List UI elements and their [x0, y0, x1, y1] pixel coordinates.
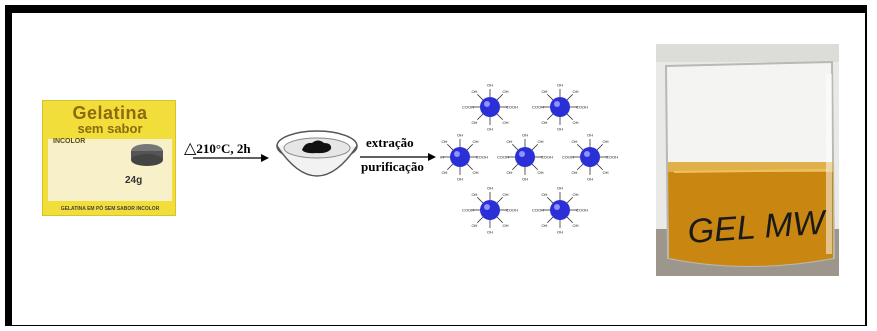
svg-text:OH: OH: [541, 120, 547, 125]
packet-variant: INCOLOR: [53, 138, 86, 145]
svg-text:COOH: COOH: [576, 208, 588, 213]
svg-text:OH: OH: [573, 223, 579, 228]
svg-text:COOH: COOH: [497, 155, 509, 160]
svg-text:COOH: COOH: [506, 208, 518, 213]
svg-text:OH: OH: [441, 139, 447, 144]
svg-text:OH: OH: [471, 223, 477, 228]
svg-text:OH: OH: [538, 170, 544, 175]
svg-text:OH: OH: [503, 89, 509, 94]
svg-text:OH: OH: [471, 192, 477, 197]
purification-label: purificação: [361, 159, 424, 174]
svg-text:COOH: COOH: [541, 155, 553, 160]
svg-text:OH: OH: [603, 139, 609, 144]
svg-text:OH: OH: [573, 120, 579, 125]
svg-text:OH: OH: [457, 133, 463, 138]
svg-text:OH: OH: [522, 133, 528, 138]
svg-text:COOH: COOH: [532, 208, 544, 213]
svg-text:COOH: COOH: [606, 155, 618, 160]
svg-text:COOH: COOH: [476, 155, 488, 160]
svg-text:OH: OH: [587, 177, 593, 182]
gelatin-bowl-icon: [131, 144, 163, 166]
svg-text:OH: OH: [457, 177, 463, 182]
carbon-dot: COOH OH OH OH COOH OH OH OH: [532, 186, 588, 235]
svg-text:OH: OH: [503, 192, 509, 197]
carbon-dot: COOH OH OH OH COOH OH OH OH: [562, 133, 618, 182]
carbon-dot: COOH OH OH OH COOH OH OH OH: [462, 186, 518, 235]
beaker-photo: GEL MW: [656, 44, 839, 276]
svg-text:COOH: COOH: [462, 105, 474, 110]
heating-condition-label: △210°C, 2h: [184, 138, 251, 158]
svg-text:OH: OH: [571, 170, 577, 175]
carbon-dot: COOH OH OH OH COOH OH OH OH: [440, 133, 488, 182]
svg-text:OH: OH: [471, 89, 477, 94]
svg-text:OH: OH: [557, 83, 563, 88]
svg-text:OH: OH: [573, 192, 579, 197]
packet-footer: GELATINA EM PÓ SEM SABOR INCOLOR: [60, 206, 160, 212]
carbon-dot: COOH OH OH OH COOH OH OH OH: [462, 83, 518, 132]
svg-text:OH: OH: [441, 170, 447, 175]
packet-weight: 24g: [125, 175, 143, 186]
svg-text:OH: OH: [506, 170, 512, 175]
svg-text:OH: OH: [571, 139, 577, 144]
svg-text:OH: OH: [473, 139, 479, 144]
svg-text:OH: OH: [487, 230, 493, 235]
svg-text:OH: OH: [573, 89, 579, 94]
temperature-time-text: 210°C, 2h: [196, 141, 251, 156]
svg-text:COOH: COOH: [506, 105, 518, 110]
svg-text:OH: OH: [471, 120, 477, 125]
diagram-frame: [5, 5, 867, 326]
delta-symbol: △: [184, 140, 197, 157]
carbon-dot: COOH OH OH OH COOH OH OH OH: [532, 83, 588, 132]
svg-text:OH: OH: [541, 192, 547, 197]
carbon-dot: COOH OH OH OH COOH OH OH OH: [497, 133, 553, 182]
svg-text:OH: OH: [557, 186, 563, 191]
packet-subtitle: sem sabor: [77, 121, 143, 136]
svg-text:COOH: COOH: [562, 155, 574, 160]
svg-text:OH: OH: [541, 223, 547, 228]
svg-text:OH: OH: [506, 139, 512, 144]
crucible-icon: [276, 130, 358, 177]
svg-text:OH: OH: [473, 170, 479, 175]
extraction-label: extração: [366, 135, 414, 150]
arrow-2: [360, 153, 436, 161]
svg-text:COOH: COOH: [576, 105, 588, 110]
svg-text:OH: OH: [487, 83, 493, 88]
svg-text:COOH: COOH: [440, 155, 444, 160]
packet-brand: Gelatina: [72, 103, 148, 123]
svg-text:OH: OH: [503, 223, 509, 228]
svg-text:OH: OH: [503, 120, 509, 125]
svg-text:COOH: COOH: [462, 208, 474, 213]
svg-text:OH: OH: [522, 177, 528, 182]
svg-text:OH: OH: [487, 186, 493, 191]
svg-text:OH: OH: [538, 139, 544, 144]
arrow-1: [193, 154, 269, 162]
svg-text:COOH: COOH: [532, 105, 544, 110]
svg-text:OH: OH: [557, 127, 563, 132]
svg-text:OH: OH: [541, 89, 547, 94]
gelatin-packet-image: Gelatina sem sabor INCOLOR 24g GELATINA …: [42, 100, 176, 216]
svg-text:OH: OH: [557, 230, 563, 235]
svg-text:OH: OH: [487, 127, 493, 132]
svg-text:OH: OH: [603, 170, 609, 175]
carbon-dots-cluster: COOH OH OH OH COOH OH OH OH COOH OH OH OH COOH OH OH OH…: [440, 83, 618, 235]
svg-text:OH: OH: [587, 133, 593, 138]
